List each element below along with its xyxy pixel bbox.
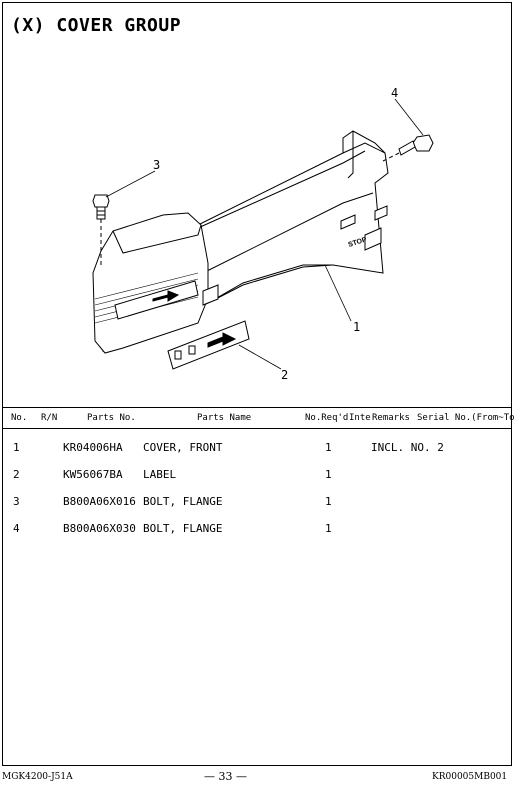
table-header: No. R/N Parts No. Parts Name No.Req'd In…: [3, 407, 516, 429]
row-no: 2: [13, 468, 20, 481]
header-inte: Inte: [349, 413, 371, 423]
row-parts-name: BOLT, FLANGE: [143, 522, 223, 535]
table-row: 4 B800A06X030 BOLT, FLANGE 1: [3, 520, 511, 538]
callout-1: 1: [353, 320, 360, 334]
row-parts-name: COVER, FRONT: [143, 441, 223, 454]
callout-4: 4: [391, 86, 398, 100]
row-no: 3: [13, 495, 20, 508]
footer-code: KR00005MB001: [432, 772, 508, 782]
row-parts-name: BOLT, FLANGE: [143, 495, 223, 508]
bolt-3-illustration: [92, 194, 110, 265]
callout-2: 2: [281, 368, 288, 382]
header-rn: R/N: [41, 413, 58, 423]
bolt-4-illustration: [382, 134, 434, 162]
row-parts-no: B800A06X030: [63, 522, 136, 535]
row-parts-no: KR04006HA: [63, 441, 123, 454]
header-remarks: Remarks: [372, 413, 410, 423]
callout-3: 3: [153, 158, 160, 172]
row-qty: 1: [325, 468, 332, 481]
row-qty: 1: [325, 441, 332, 454]
header-no: No.: [11, 413, 28, 423]
page-title: (X) COVER GROUP: [11, 15, 182, 36]
row-parts-no: B800A06X016: [63, 495, 136, 508]
front-cover-illustration: [92, 130, 389, 354]
row-qty: 1: [325, 495, 332, 508]
header-no-reqd: No.Req'd: [305, 413, 349, 423]
row-parts-no: KW56067BA: [63, 468, 123, 481]
row-no: 1: [13, 441, 20, 454]
row-no: 4: [13, 522, 20, 535]
label-part-illustration: [167, 320, 250, 370]
page-footer: MGK4200-J51A — 33 — KR00005MB001: [0, 768, 516, 788]
header-parts-name: Parts Name: [197, 413, 252, 423]
page-frame: (X) COVER GROUP STOP: [2, 2, 516, 766]
table-row: 1 KR04006HA COVER, FRONT 1 INCL. NO. 2: [3, 439, 511, 457]
footer-model: MGK4200-J51A: [2, 772, 73, 782]
row-parts-name: LABEL: [143, 468, 177, 481]
header-serial: Serial No.(From~To): [417, 413, 516, 423]
footer-page-number: — 33 —: [204, 770, 247, 783]
table-row: 2 KW56067BA LABEL 1: [3, 466, 511, 484]
table-row: 3 B800A06X016 BOLT, FLANGE 1: [3, 493, 511, 511]
leader-lines: [105, 98, 424, 370]
parts-diagram: STOP 3 4: [92, 86, 434, 382]
row-remarks: INCL. NO. 2: [371, 441, 444, 454]
row-qty: 1: [325, 522, 332, 535]
header-parts-no: Parts No.: [87, 413, 136, 423]
